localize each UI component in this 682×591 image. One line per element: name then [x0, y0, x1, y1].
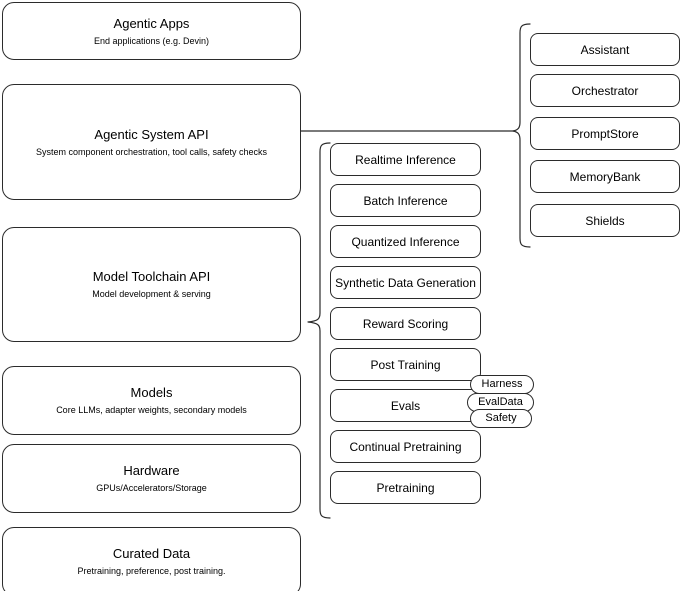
- stack-layer-agentic-apps[interactable]: Agentic Apps End applications (e.g. Devi…: [2, 2, 301, 60]
- toolchain-item-label: Evals: [390, 398, 421, 413]
- stack-layer-subtitle: Model development & serving: [92, 289, 211, 299]
- toolchain-item-label: Reward Scoring: [362, 316, 449, 331]
- eval-tag-label: Safety: [485, 412, 517, 424]
- system-item-label: Orchestrator: [571, 83, 639, 98]
- stack-layer-subtitle: System component orchestration, tool cal…: [35, 146, 268, 157]
- system-item-label: Shields: [585, 213, 625, 228]
- eval-tag-label: EvalData: [478, 396, 523, 408]
- stack-layer-title: Model Toolchain API: [92, 269, 211, 284]
- brace-system-components: [512, 23, 531, 248]
- stack-layer-agentic-system-api[interactable]: Agentic System API System component orch…: [2, 84, 301, 200]
- system-item-assistant[interactable]: Assistant: [530, 33, 680, 66]
- stack-layer-model-toolchain-api[interactable]: Model Toolchain API Model development & …: [2, 227, 301, 342]
- stack-layer-title: Hardware: [123, 463, 180, 478]
- stack-layer-models[interactable]: Models Core LLMs, adapter weights, secon…: [2, 366, 301, 435]
- system-item-promptstore[interactable]: PromptStore: [530, 117, 680, 150]
- stack-layer-hardware[interactable]: Hardware GPUs/Accelerators/Storage: [2, 444, 301, 513]
- toolchain-item-synthetic-data-generation[interactable]: Synthetic Data Generation: [330, 266, 481, 299]
- toolchain-item-evals[interactable]: Evals: [330, 389, 481, 422]
- toolchain-item-pretraining[interactable]: Pretraining: [330, 471, 481, 504]
- system-item-shields[interactable]: Shields: [530, 204, 680, 237]
- toolchain-item-label: Batch Inference: [363, 193, 448, 208]
- stack-layer-subtitle: Pretraining, preference, post training.: [77, 566, 226, 576]
- toolchain-item-label: Post Training: [370, 357, 441, 372]
- toolchain-item-label: Realtime Inference: [355, 152, 456, 167]
- eval-tag-label: Harness: [481, 378, 523, 390]
- system-item-label: Assistant: [580, 42, 630, 57]
- eval-tag-harness[interactable]: Harness: [470, 375, 534, 394]
- eval-tag-safety[interactable]: Safety: [470, 409, 532, 428]
- toolchain-item-realtime-inference[interactable]: Realtime Inference: [330, 143, 481, 176]
- stack-layer-title: Agentic System API: [94, 126, 209, 142]
- system-item-memorybank[interactable]: MemoryBank: [530, 160, 680, 193]
- stack-layer-title: Models: [130, 385, 173, 400]
- stack-layer-title: Agentic Apps: [113, 15, 190, 31]
- toolchain-item-quantized-inference[interactable]: Quantized Inference: [330, 225, 481, 258]
- stack-layer-subtitle: GPUs/Accelerators/Storage: [96, 483, 207, 493]
- toolchain-item-label: Quantized Inference: [351, 234, 460, 249]
- system-item-label: PromptStore: [571, 126, 639, 141]
- toolchain-item-batch-inference[interactable]: Batch Inference: [330, 184, 481, 217]
- toolchain-item-reward-scoring[interactable]: Reward Scoring: [330, 307, 481, 340]
- stack-layer-subtitle: Core LLMs, adapter weights, secondary mo…: [56, 405, 247, 415]
- toolchain-item-label: Continual Pretraining: [349, 439, 462, 454]
- toolchain-item-label: Pretraining: [376, 480, 435, 495]
- toolchain-item-post-training[interactable]: Post Training: [330, 348, 481, 381]
- stack-layer-curated-data[interactable]: Curated Data Pretraining, preference, po…: [2, 527, 301, 591]
- stack-layer-title: Curated Data: [112, 546, 191, 561]
- toolchain-item-label: Synthetic Data Generation: [335, 275, 476, 290]
- brace-toolchain-components: [307, 142, 331, 519]
- system-item-orchestrator[interactable]: Orchestrator: [530, 74, 680, 107]
- stack-layer-subtitle: End applications (e.g. Devin): [93, 35, 210, 46]
- system-item-label: MemoryBank: [569, 169, 641, 184]
- toolchain-item-continual-pretraining[interactable]: Continual Pretraining: [330, 430, 481, 463]
